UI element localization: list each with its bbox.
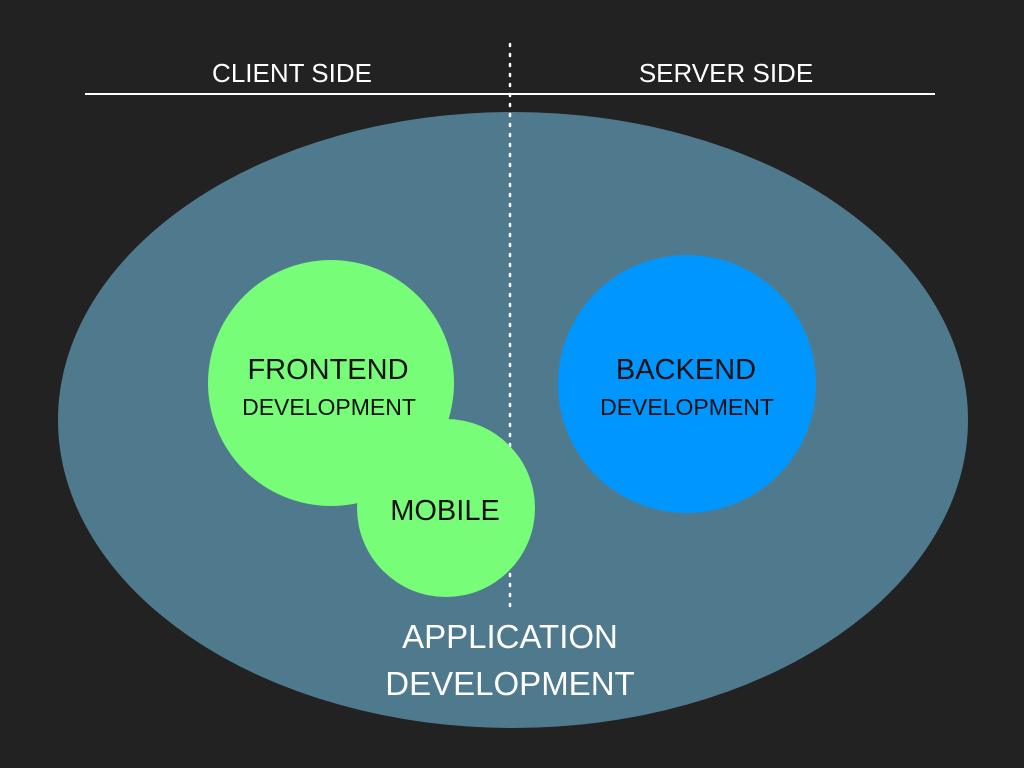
application-label-line2: DEVELOPMENT [385, 665, 634, 702]
server-side-label: SERVER SIDE [639, 58, 813, 88]
backend-subtitle: DEVELOPMENT [600, 394, 774, 420]
application-development-ellipse [58, 112, 968, 728]
mobile-title: MOBILE [390, 495, 500, 527]
application-label-line1: APPLICATION [402, 618, 618, 655]
client-side-label: CLIENT SIDE [212, 58, 372, 88]
frontend-title: FRONTEND [247, 354, 408, 386]
backend-circle [558, 255, 816, 513]
backend-title: BACKEND [616, 354, 756, 386]
mobile-circle [357, 419, 535, 597]
frontend-subtitle: DEVELOPMENT [242, 394, 416, 420]
